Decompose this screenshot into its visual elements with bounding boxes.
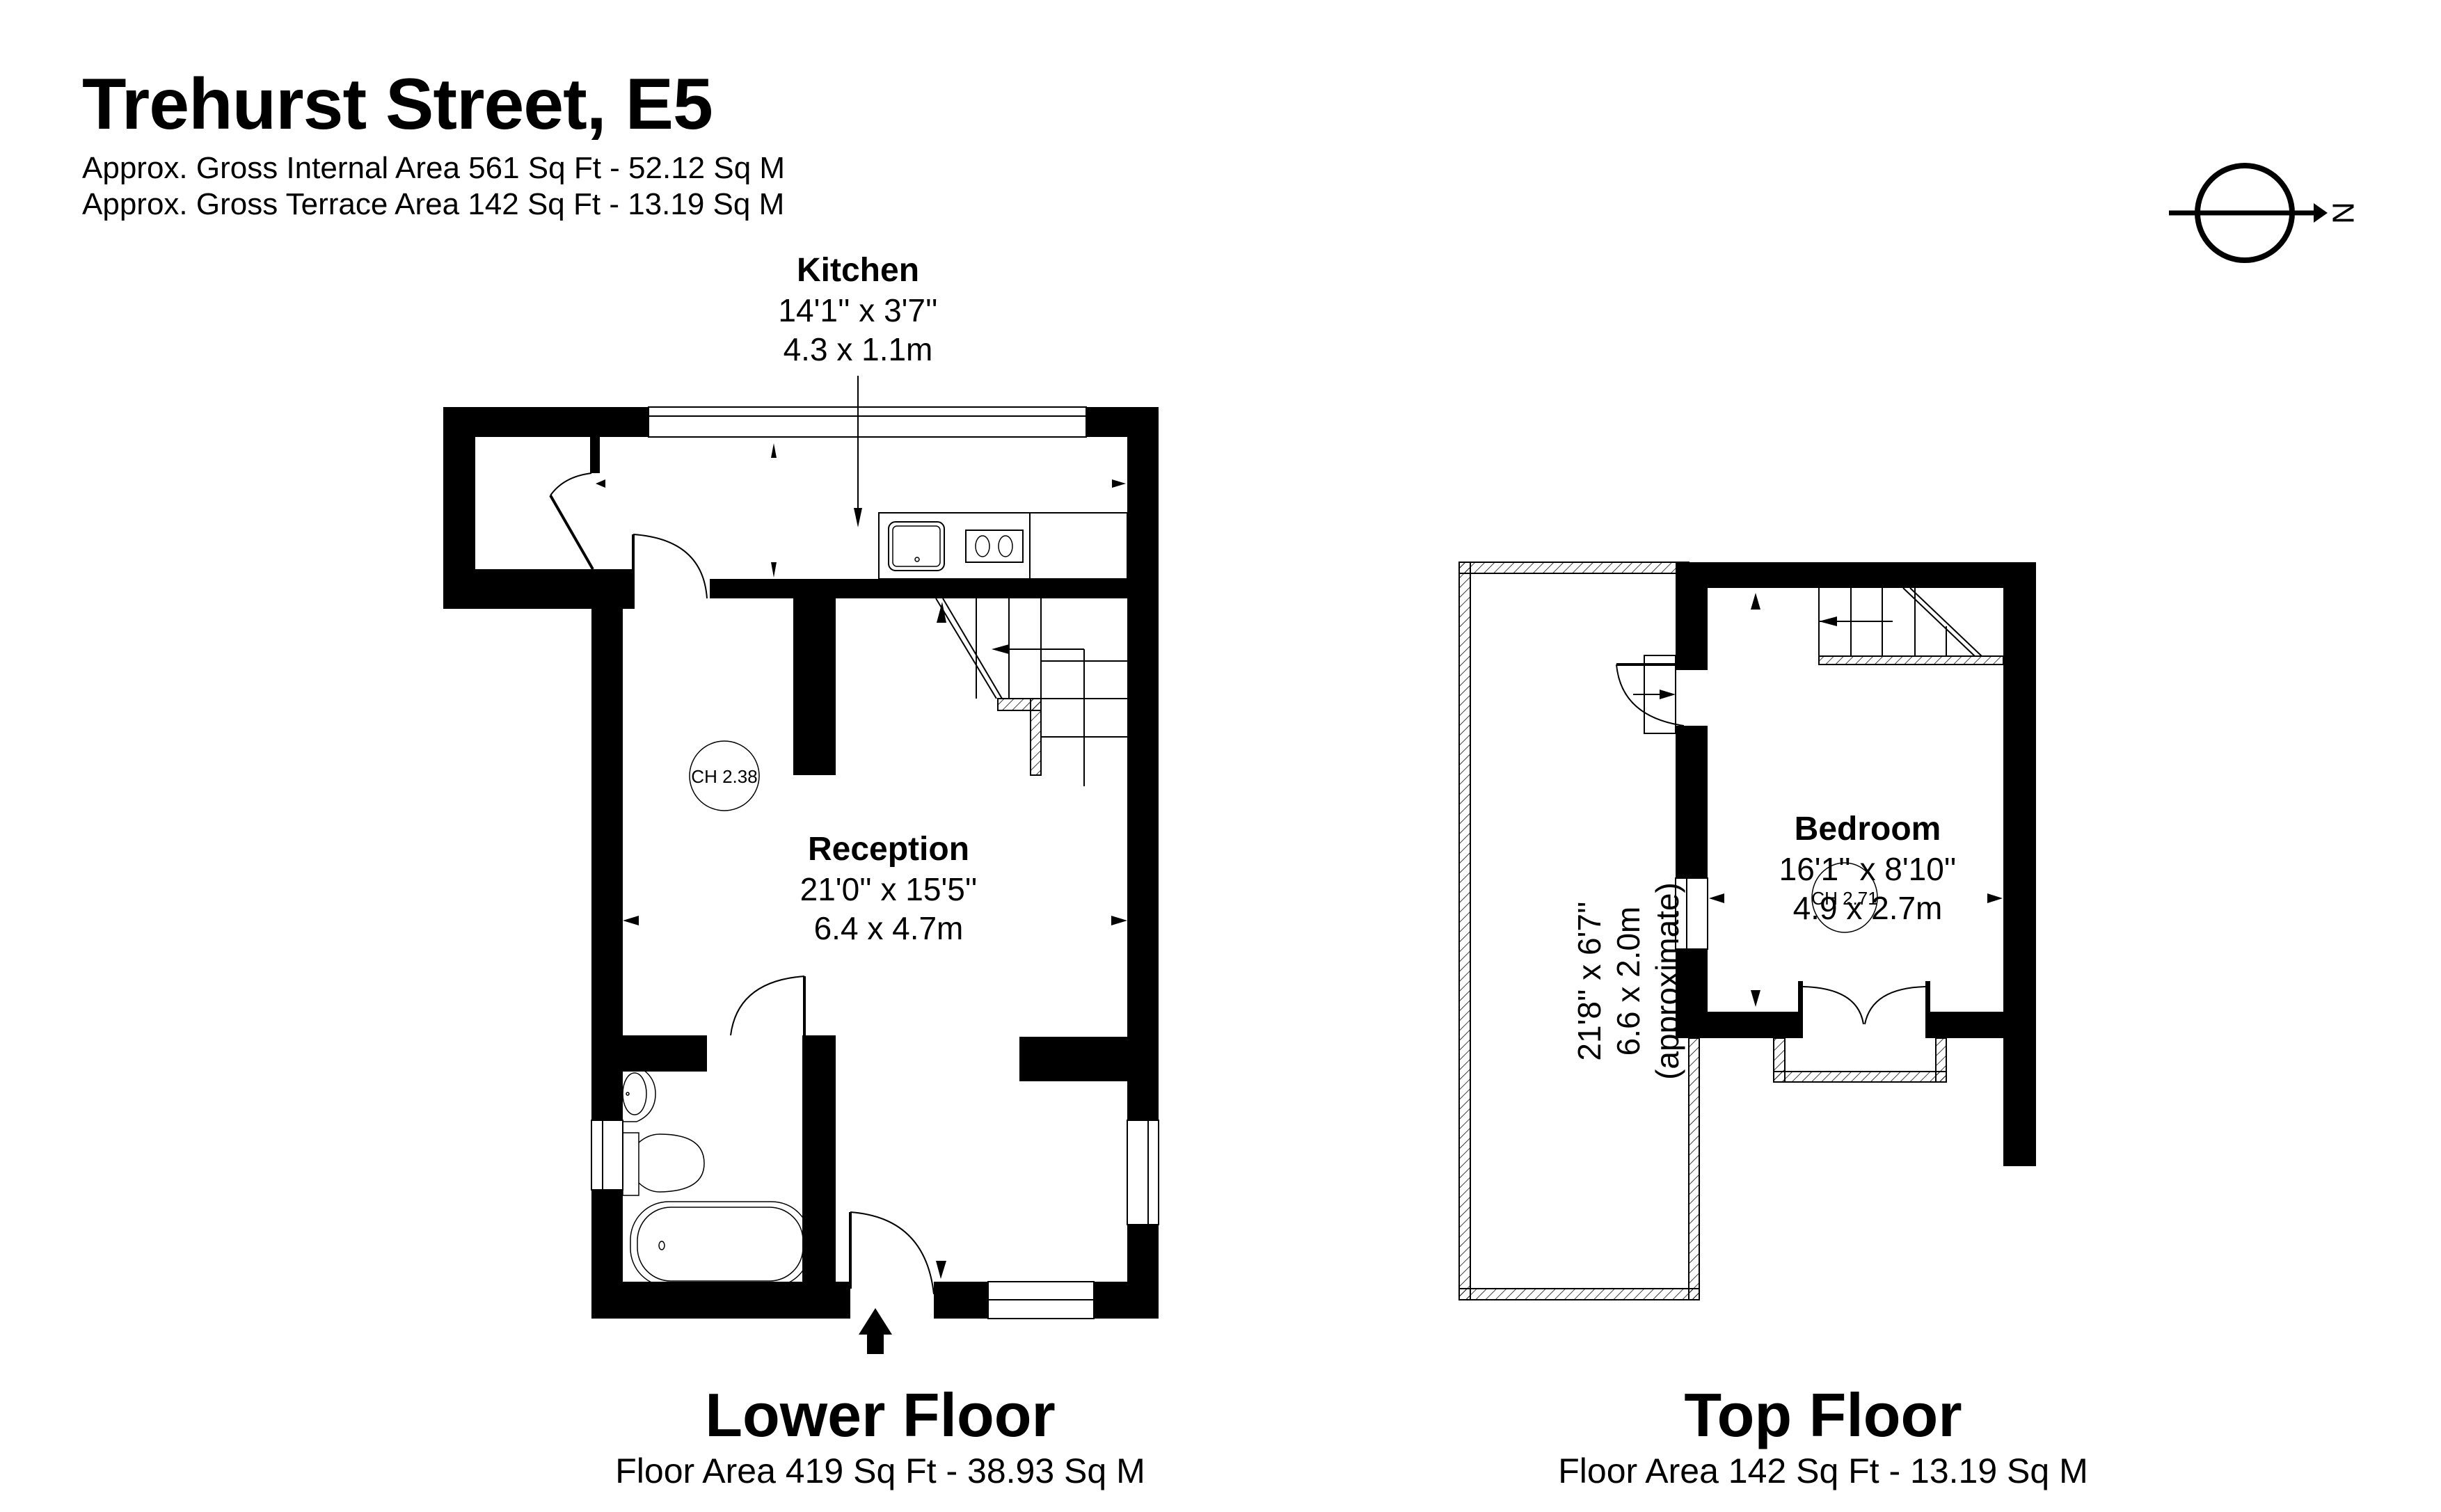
plan-header: Trehurst Street, E5 Approx. Gross Intern… (82, 68, 785, 223)
bathtub (630, 1201, 811, 1287)
entrance-arrow-icon (859, 1308, 892, 1354)
room-dim-metric: 4.9 x 2.7m (1792, 890, 1943, 926)
svg-text:CH 2.38: CH 2.38 (691, 766, 757, 787)
floor-area: Floor Area 419 Sq Ft - 38.93 Sq M (615, 1451, 1145, 1490)
juliet-balcony (1773, 1037, 1947, 1083)
lower-floor-caption: Lower Floor Floor Area 419 Sq Ft - 38.93… (615, 1380, 1145, 1492)
terrace-dim-metric: 6.6 x 2.0m (1610, 906, 1646, 1056)
entrance-door (849, 1211, 935, 1295)
kitchen-worktop (878, 512, 1128, 580)
storage-door (549, 472, 594, 570)
toilet (622, 1132, 705, 1196)
room-dim-metric: 6.4 x 4.7m (813, 910, 964, 946)
top-floor-plan: CH 2.71 (1458, 562, 2036, 1300)
floor-title: Top Floor (1684, 1380, 1962, 1449)
north-arrow-icon: N (2169, 163, 2360, 263)
terrace-note: (approximate) (1649, 882, 1685, 1080)
kitchen-door (632, 534, 708, 600)
front-window (987, 1281, 1095, 1319)
property-title: Trehurst Street, E5 (82, 64, 713, 145)
room-dim-imperial: 14'1'' x 3'7'' (778, 292, 938, 328)
bathroom-door (730, 976, 806, 1072)
top-floor-caption: Top Floor Floor Area 142 Sq Ft - 13.19 S… (1558, 1380, 2088, 1492)
room-name: Kitchen (796, 252, 920, 289)
floor-title: Lower Floor (705, 1380, 1056, 1449)
floor-area: Floor Area 142 Sq Ft - 13.19 Sq M (1558, 1451, 2088, 1490)
gross-internal-area: Approx. Gross Internal Area 561 Sq Ft - … (82, 151, 786, 185)
room-name: Bedroom (1794, 811, 1941, 847)
room-dim-imperial: 16'1'' x 8'10'' (1779, 851, 1957, 887)
kitchen-window (648, 406, 1087, 438)
room-dim-imperial: 21'0'' x 15'5'' (800, 871, 978, 907)
lower-floor-plan: CH 2.38 (443, 376, 1159, 1354)
bedroom-side-window (1675, 877, 1708, 950)
washbasin (622, 1065, 656, 1122)
bedroom-label: Bedroom 16'1'' x 8'10'' 4.9 x 2.7m (1779, 809, 1957, 928)
ceiling-height-marker-reception: CH 2.38 (689, 740, 760, 811)
kitchen-label: Kitchen 14'1'' x 3'7'' 4.3 x 1.1m (778, 250, 937, 369)
reception-label: Reception 21'0'' x 15'5'' 6.4 x 4.7m (800, 829, 978, 948)
room-name: Reception (807, 831, 970, 868)
bedroom-french-doors (1802, 986, 1926, 1025)
terrace-door (1616, 655, 1691, 734)
terrace-dim-imperial: 21'8'' x 6'7'' (1571, 901, 1607, 1061)
reception-side-window (1127, 1120, 1159, 1225)
svg-text:N: N (2325, 202, 2360, 224)
staircase (935, 598, 1127, 786)
gross-terrace-area: Approx. Gross Terrace Area 142 Sq Ft - 1… (82, 187, 785, 221)
ceiling-height-marker-bedroom: CH 2.71 (1811, 862, 1878, 933)
bathroom-window (591, 1120, 623, 1191)
room-dim-metric: 4.3 x 1.1m (783, 331, 933, 367)
staircase-top (1818, 587, 2004, 665)
svg-text:CH 2.71: CH 2.71 (1811, 888, 1877, 909)
terrace-outline (1458, 562, 1700, 1300)
terrace-label: 21'8'' x 6'7'' 6.6 x 2.0m (approximate) (1570, 882, 1687, 1080)
